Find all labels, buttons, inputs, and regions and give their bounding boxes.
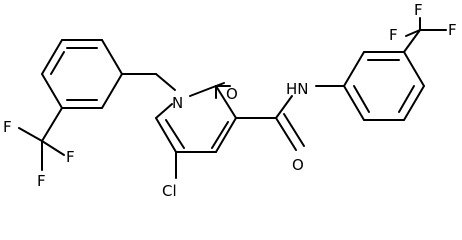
bond xyxy=(41,107,63,142)
double-bond-inner xyxy=(283,113,305,147)
structure-canvas: F F F N O Cl O HN xyxy=(3,1,457,200)
amide-group: O HN xyxy=(235,80,309,174)
bond xyxy=(405,29,421,37)
left-benzene-ring xyxy=(41,39,123,109)
double-bond-inner xyxy=(398,85,415,113)
atom-fluorine: F xyxy=(414,1,423,19)
atom-nh: HN xyxy=(286,80,309,98)
double-bond-inner xyxy=(50,51,65,75)
bond xyxy=(155,117,177,153)
bond xyxy=(215,85,237,119)
bond xyxy=(275,117,297,151)
atom-nitrogen: N xyxy=(172,94,183,112)
double-bond-inner xyxy=(211,121,229,149)
right-benzene-ring xyxy=(315,51,425,121)
molecule-structure: F F F N O Cl O HN xyxy=(3,1,457,200)
bond xyxy=(155,103,173,119)
pyridone-ring: N O xyxy=(155,82,238,153)
atom-fluorine: F xyxy=(37,172,46,190)
bond xyxy=(18,127,43,142)
bond xyxy=(41,73,63,109)
bond xyxy=(343,51,365,87)
bond xyxy=(215,117,237,153)
atom-fluorine: F xyxy=(66,148,75,166)
bond xyxy=(343,85,365,121)
right-cf3-group: F F F xyxy=(389,1,457,53)
left-cf3-group: F F F xyxy=(3,107,75,190)
bond xyxy=(41,140,65,156)
bond xyxy=(403,29,421,53)
atom-oxygen: O xyxy=(292,156,304,174)
atom-fluorine: F xyxy=(3,118,12,136)
bond xyxy=(101,73,123,109)
atom-fluorine: F xyxy=(389,26,398,44)
benzyl-bond xyxy=(155,73,176,91)
bond xyxy=(403,85,425,121)
atom-oxygen: O xyxy=(226,85,238,103)
bond xyxy=(189,85,217,97)
bond xyxy=(403,51,425,87)
atom-fluorine: F xyxy=(448,21,457,39)
bond xyxy=(275,95,293,119)
double-bond-inner xyxy=(165,119,185,149)
bond xyxy=(101,39,123,75)
atom-chlorine: Cl xyxy=(162,182,177,200)
double-bond-inner xyxy=(353,85,370,113)
bond xyxy=(41,39,63,75)
